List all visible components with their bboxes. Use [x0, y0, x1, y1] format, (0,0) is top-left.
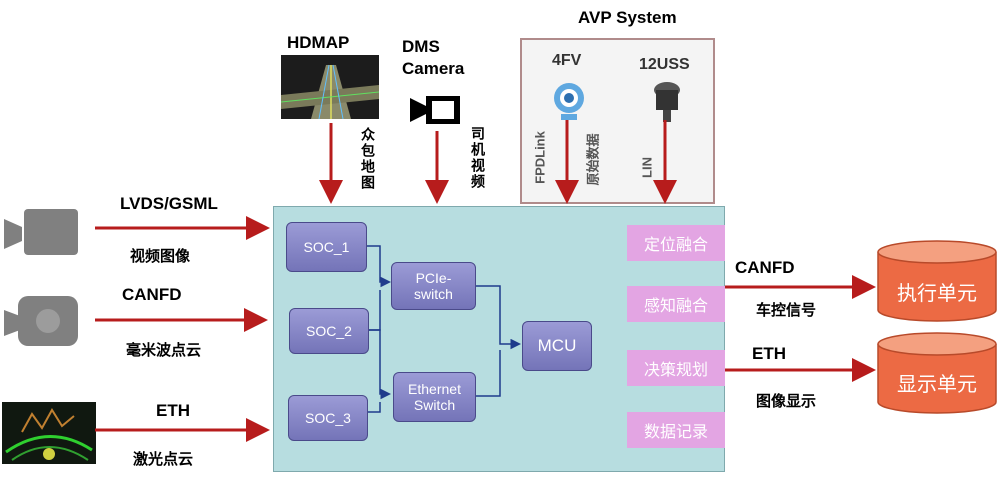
- output-0-desc: 车控信号: [756, 301, 817, 319]
- avp-cam-label: 4FV: [552, 52, 582, 69]
- output-1-proto: ETH: [752, 344, 786, 363]
- dms-camera-icon: [410, 96, 460, 124]
- hdmap-image: [281, 55, 379, 119]
- avp-system-title: AVP System: [578, 8, 677, 27]
- function-perception-fusion: 感知融合: [627, 286, 725, 322]
- display-unit-label: 显示单元: [897, 372, 977, 396]
- input-2-desc: 激光点云: [133, 450, 194, 468]
- soc3-chip: SOC_3: [288, 395, 368, 441]
- actuator-unit-cylinder: [877, 240, 997, 322]
- soc1-chip: SOC_1: [286, 222, 367, 272]
- soc2-chip: SOC_2: [289, 308, 369, 354]
- radar-sensor-icon: [4, 296, 78, 346]
- function-decision-planning: 决策规划: [627, 350, 725, 386]
- dms-title-line2: Camera: [402, 59, 465, 78]
- ultrasonic-sensor-icon: [654, 82, 680, 122]
- output-0-proto: CANFD: [735, 258, 795, 277]
- input-1-proto: CANFD: [122, 285, 182, 304]
- pcie-switch-chip: PCIe- switch: [391, 262, 476, 310]
- output-1-desc: 图像显示: [756, 392, 817, 410]
- input-0-desc: 视频图像: [130, 247, 191, 265]
- actuator-unit-label: 执行单元: [897, 281, 977, 305]
- function-localization-fusion: 定位融合: [627, 225, 725, 261]
- lidar-pointcloud-image: [2, 402, 96, 464]
- hdmap-sub: 众包地图: [359, 127, 375, 191]
- hdmap-title: HDMAP: [287, 33, 350, 52]
- display-unit-cylinder: [877, 332, 997, 414]
- ethernet-switch-chip: Ethernet Switch: [393, 372, 476, 422]
- function-data-recording: 数据记录: [627, 412, 725, 448]
- dms-title-line1: DMS: [402, 37, 440, 56]
- webcam-icon: [554, 83, 584, 120]
- input-2-proto: ETH: [156, 401, 190, 420]
- video-camera-icon: [4, 209, 78, 255]
- input-0-proto: LVDS/GSML: [120, 194, 218, 213]
- avp-system-box: 4FV 12USS FPDLink 原始数据 LIN: [520, 38, 715, 204]
- mcu-chip: MCU: [522, 321, 592, 371]
- input-1-desc: 毫米波点云: [126, 341, 202, 359]
- dms-sub: 司机视频: [469, 126, 485, 190]
- avp-uss-label: 12USS: [639, 56, 690, 73]
